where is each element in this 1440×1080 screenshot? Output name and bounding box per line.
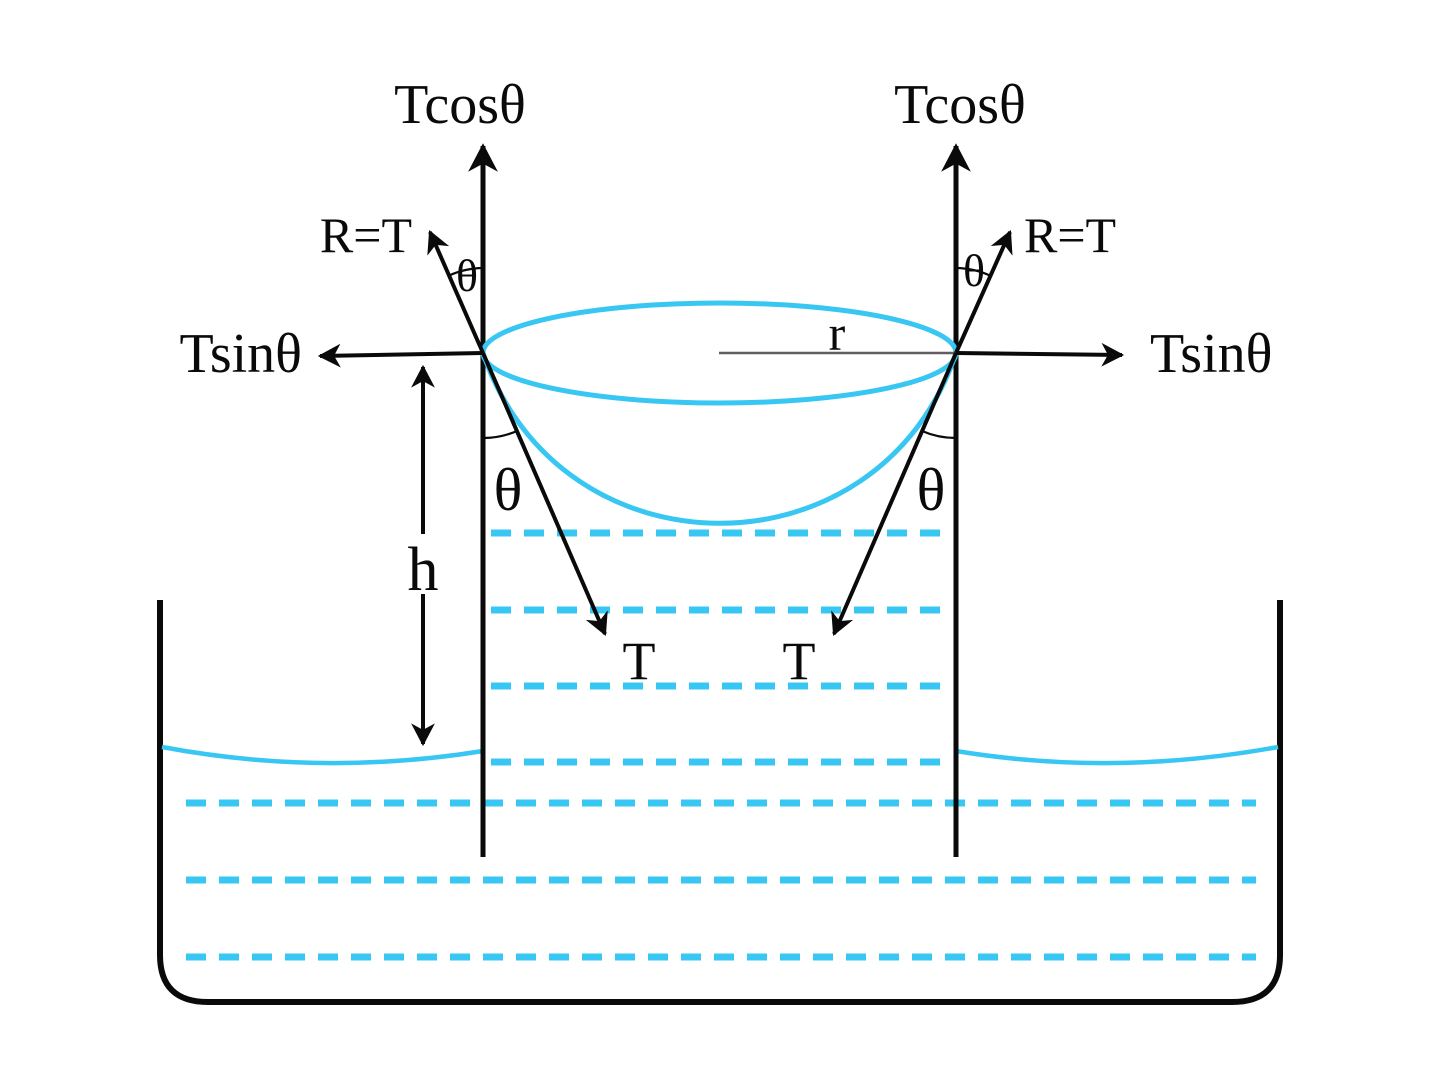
tension-label-right: T bbox=[783, 631, 816, 691]
reaction-arrow-left bbox=[427, 230, 485, 354]
theta-label-bottom-left: θ bbox=[494, 457, 523, 523]
angle-arc-top-right bbox=[955, 266, 992, 278]
angle-arcs bbox=[447, 266, 992, 440]
tension-arrow-left bbox=[481, 352, 608, 636]
beaker-water-dashes bbox=[186, 799, 1256, 961]
angle-arc-top-left bbox=[447, 266, 484, 278]
tube-water-dashes bbox=[491, 529, 948, 766]
radius-label: r bbox=[829, 305, 846, 361]
meniscus-bowl-curve bbox=[480, 352, 959, 526]
reaction-arrow-right bbox=[954, 230, 1013, 354]
height-label: h bbox=[408, 536, 439, 604]
tsin-arrow-right bbox=[955, 342, 1125, 367]
reaction-label-right: R=T bbox=[1024, 207, 1116, 263]
tsin-arrow-left bbox=[317, 343, 484, 368]
tension-arrow-right bbox=[831, 352, 958, 636]
theta-label-top-right: θ bbox=[963, 245, 985, 296]
tcos-theta-label-left: Tcosθ bbox=[394, 74, 526, 136]
tcos-theta-label-right: Tcosθ bbox=[894, 74, 1026, 136]
theta-label-bottom-right: θ bbox=[917, 457, 946, 523]
height-label-backing bbox=[399, 534, 447, 594]
angle-arc-bottom-left bbox=[482, 429, 518, 440]
beaker-outline bbox=[157, 600, 1283, 1005]
angle-arc-bottom-right bbox=[921, 429, 957, 440]
water-surface-right bbox=[955, 744, 1279, 766]
theta-label-top-left: θ bbox=[456, 250, 478, 301]
reaction-label-left: R=T bbox=[320, 207, 412, 263]
tsin-theta-label-left: Tsinθ bbox=[180, 323, 302, 385]
tension-label-left: T bbox=[623, 631, 656, 691]
water-surface-left bbox=[161, 744, 484, 766]
tsin-theta-label-right: Tsinθ bbox=[1150, 323, 1272, 385]
